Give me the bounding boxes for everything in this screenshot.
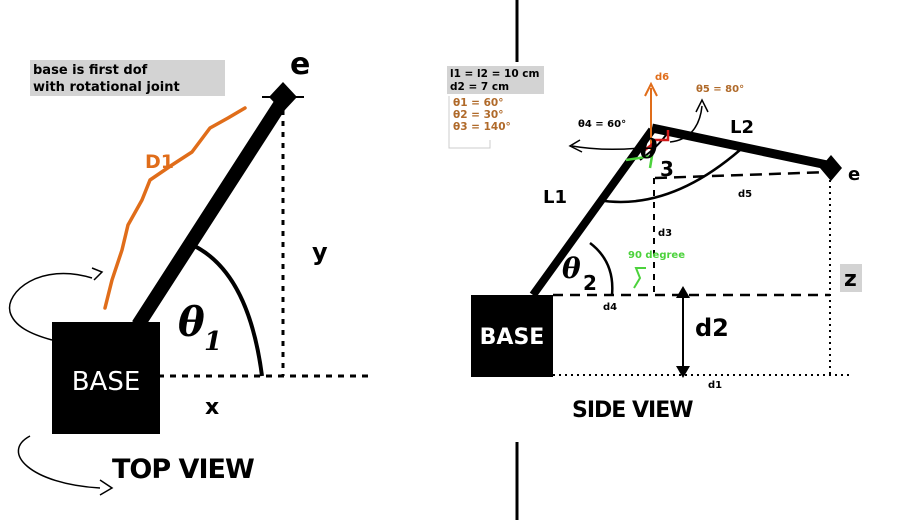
top-arm-link — [132, 96, 289, 329]
top-theta1-arc — [187, 241, 264, 377]
side-theta4-arrow — [571, 145, 641, 151]
side-d3-label: d3 — [658, 228, 672, 239]
side-theta5-label: θ5 = 80° — [696, 84, 744, 95]
side-d5-dashed-line — [654, 170, 831, 180]
top-view-title: TOP VIEW — [112, 454, 254, 485]
top-base-label: BASE — [72, 367, 141, 397]
side-theta5-arrowhead — [695, 98, 709, 113]
top-end-effector-label: e — [290, 47, 310, 82]
top-rotation-arrowhead-upper — [91, 267, 104, 281]
top-note-line1: base is first dof — [33, 63, 148, 78]
top-note-line2: with rotational joint — [33, 80, 180, 95]
side-d1-label: d1 — [708, 380, 722, 391]
side-link-l1 — [529, 127, 656, 298]
side-theta5-arrow — [669, 105, 703, 143]
side-d2-arrowhead-up — [676, 286, 690, 298]
side-link-l2 — [651, 123, 833, 171]
side-z-label-bg — [840, 264, 862, 292]
side-green-angle-mark-bottom — [633, 267, 646, 289]
top-y-label: y — [312, 238, 328, 266]
top-d1-label: D1 — [145, 151, 174, 173]
param-box-bg — [447, 66, 544, 94]
side-z-label: z — [844, 267, 857, 292]
param-d2-line: d2 = 7 cm — [450, 81, 509, 93]
top-rotation-arrowhead-lower — [99, 479, 114, 496]
top-theta1-symbol: θ — [178, 299, 205, 346]
top-base-block — [52, 322, 160, 434]
side-d2-arrowhead-down — [676, 366, 690, 378]
side-ninety-degree-label: 90 degree — [628, 250, 685, 261]
side-d6-label: d6 — [655, 72, 669, 83]
side-theta3-arc-large — [597, 149, 741, 204]
param-theta2: θ2 = 30° — [453, 109, 504, 121]
top-x-label: x — [205, 395, 219, 420]
side-base-block — [471, 295, 553, 377]
side-view: l1 = l2 = 10 cm d2 = 7 cm θ1 = 60° θ2 = … — [447, 66, 862, 423]
side-theta3-symbol: θ — [640, 135, 658, 165]
side-theta2-symbol: θ — [562, 252, 581, 285]
top-d1-orange-stroke — [103, 106, 247, 310]
side-d5-label: d5 — [738, 189, 752, 200]
side-theta4-label: θ4 = 60° — [578, 119, 626, 130]
top-note-bg — [30, 60, 225, 96]
side-end-effector-label: e — [848, 164, 860, 185]
param-theta1: θ1 = 60° — [453, 97, 504, 109]
side-end-effector-joint — [820, 155, 842, 181]
top-rotation-arrow-upper — [8, 272, 93, 341]
side-l2-label: L2 — [730, 117, 754, 138]
side-red-right-angle — [652, 130, 670, 142]
side-d4-label: d4 — [603, 302, 617, 313]
side-base-label: BASE — [480, 325, 545, 350]
top-view: base is first dof with rotational joint … — [8, 47, 370, 496]
side-green-angle-mark-top — [625, 154, 654, 169]
side-red-mark — [644, 141, 656, 151]
side-d6-arrowhead — [644, 81, 658, 97]
side-theta2-arc — [589, 242, 614, 296]
top-rotation-arrow-lower — [17, 435, 101, 489]
top-theta1-subscript: 1 — [204, 327, 222, 357]
param-box-border — [448, 96, 491, 149]
param-l-line: l1 = l2 = 10 cm — [450, 68, 540, 80]
side-l1-label: L1 — [543, 187, 567, 208]
side-view-title: SIDE VIEW — [572, 398, 693, 423]
param-theta3: θ3 = 140° — [453, 121, 511, 133]
side-theta2-subscript: 2 — [583, 271, 597, 295]
side-theta4-arrowhead — [568, 139, 583, 153]
side-theta3-subscript: 3 — [660, 157, 674, 181]
side-d2-label: d2 — [695, 314, 729, 342]
